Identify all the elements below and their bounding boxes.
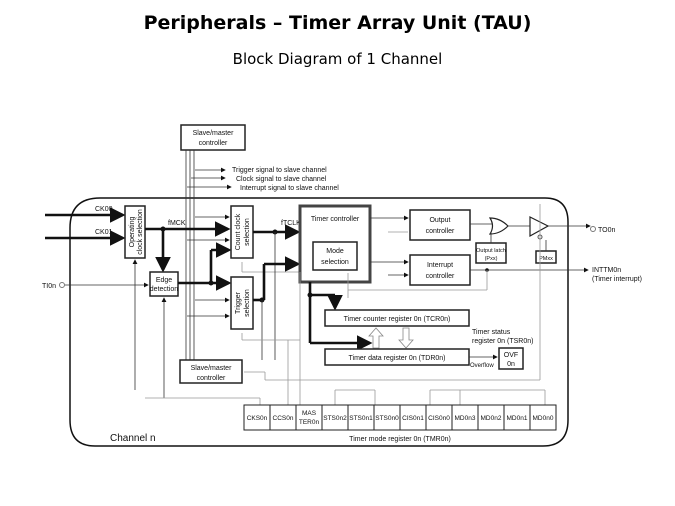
timer-interrupt-label: (Timer interrupt) <box>592 276 642 283</box>
interrupt-controller <box>409 254 471 286</box>
mode-label-1: Mode <box>326 248 344 255</box>
edge-detection <box>149 271 179 297</box>
tmr-field: MD0n3 <box>451 404 479 431</box>
mode-label-2: selection <box>321 259 349 266</box>
tmr-field: MD0n1 <box>503 404 531 431</box>
tmr-field-label: STS0n2 <box>323 415 347 422</box>
tmr-field-label: MD0n3 <box>455 415 476 422</box>
op-clock-label-2: clock selection <box>137 209 144 255</box>
output-latch-label-1: Output latch <box>476 248 506 254</box>
tmr-field-label: MAS <box>302 410 317 417</box>
operating-clock-selection <box>124 205 146 259</box>
ftclk-label: fTCLK <box>281 220 301 227</box>
to0n-label: TO0n <box>598 227 615 234</box>
count-clock-label-1: Count clock <box>235 213 242 250</box>
tmr-field: STS0n2 <box>321 404 349 431</box>
clock-to-slave-label: Clock signal to slave channel <box>236 176 327 183</box>
slave-master-bot-label-1: Slave/master <box>191 365 233 372</box>
tmr-field-label: STS0n0 <box>375 415 399 422</box>
op-clock-label-1: Operating <box>129 217 136 248</box>
channel-boundary <box>69 197 569 447</box>
ti0n-label: TI0n <box>42 283 56 290</box>
slave-master-top-label-2: controller <box>199 140 228 147</box>
tmr-field: MAS TER0n <box>295 404 323 431</box>
slave-master-top-label-1: Slave/master <box>193 130 235 137</box>
tmr-field-label: CKS0n <box>247 415 268 422</box>
tmr-field-label: MD0n2 <box>481 415 502 422</box>
ck00-label: CK00 <box>95 206 113 213</box>
tmr-field-label: STS0n1 <box>349 415 373 422</box>
trigger-label-2: selection <box>244 289 251 317</box>
tmr-field-label: TER0n <box>299 419 320 426</box>
tcr-to-tdr-arrow <box>398 327 414 349</box>
timer-controller-label: Timer controller <box>311 216 360 223</box>
tmr-field-label: CIS0n0 <box>428 415 450 422</box>
tmr-field: STS0n0 <box>373 404 401 431</box>
tmr-field: MD0n0 <box>529 404 557 431</box>
ck01-label: CK01 <box>95 229 113 236</box>
tcr-label: Timer counter register 0n (TCR0n) <box>344 316 451 323</box>
tmr-field-label: MD0n0 <box>533 415 554 422</box>
tmr-field: MD0n2 <box>477 404 505 431</box>
edge-label-1: Edge <box>156 277 172 284</box>
output-ctrl-label-2: controller <box>426 228 455 235</box>
ovf-flag <box>498 347 524 370</box>
trigger-to-slave-label: Trigger signal to slave channel <box>232 167 327 174</box>
tdr-to-tcr-arrow <box>368 327 384 349</box>
trigger-label-1: Trigger <box>235 291 242 314</box>
interrupt-ctrl-label-2: controller <box>426 273 455 280</box>
tmr-field: CIS0n1 <box>399 404 427 431</box>
mode-selection <box>312 241 358 271</box>
output-latch-label-2: (Pxx) <box>485 256 498 262</box>
tmr-label: Timer mode register 0n (TMR0n) <box>349 436 451 443</box>
tmr-field: STS0n1 <box>347 404 375 431</box>
inttm0n-label: INTTM0n <box>592 267 621 274</box>
fmck-label: fMCK <box>168 220 186 227</box>
tdr-label: Timer data register 0n (TDR0n) <box>349 355 446 362</box>
interrupt-to-slave-label: Interrupt signal to slave channel <box>240 185 339 192</box>
output-controller <box>409 209 471 241</box>
slave-master-controller-bottom <box>179 359 243 384</box>
page-subtitle: Block Diagram of 1 Channel <box>232 50 443 68</box>
overflow-label: Overflow <box>470 363 494 369</box>
output-buffer <box>529 216 550 238</box>
tmr-field-label: CIS0n1 <box>402 415 424 422</box>
page-title: Peripherals – Timer Array Unit (TAU) <box>143 12 532 34</box>
trigger-selection <box>230 276 254 330</box>
tmr-field: CKS0n <box>243 404 271 431</box>
output-ctrl-label-1: Output <box>429 217 450 224</box>
slave-master-controller-top <box>180 124 246 151</box>
tsr-label-1: Timer status <box>472 329 511 336</box>
ovf-label-2: 0n <box>507 361 515 368</box>
ovf-label-1: OVF <box>504 352 518 359</box>
interrupt-ctrl-label-1: Interrupt <box>427 262 453 269</box>
tsr-label-2: register 0n (TSR0n) <box>472 338 533 345</box>
tmr-field-label: CCS0n <box>273 415 294 422</box>
slave-master-bot-label-2: controller <box>197 375 226 382</box>
tmr-field-label: MD0n1 <box>507 415 528 422</box>
tmr-field: CIS0n0 <box>425 404 453 431</box>
or-gate <box>488 217 509 235</box>
edge-label-2: detection <box>150 286 179 293</box>
timer-counter-register <box>324 309 470 327</box>
count-clock-label-2: selection <box>244 218 251 246</box>
pmxx-label: PMxx <box>539 256 553 262</box>
tmr-field: CCS0n <box>269 404 297 431</box>
channel-label: Channel n <box>110 433 156 444</box>
